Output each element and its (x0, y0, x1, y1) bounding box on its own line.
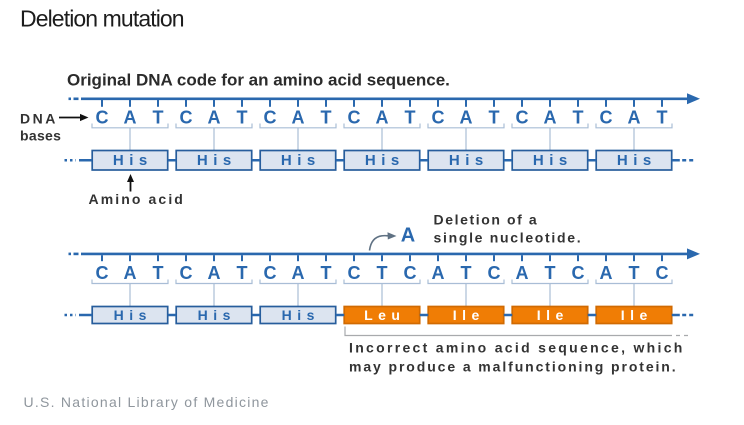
svg-text:A: A (600, 263, 613, 283)
svg-text:T: T (573, 108, 584, 128)
svg-text:C: C (404, 263, 417, 283)
svg-text:Leu: Leu (364, 307, 405, 323)
svg-text:C: C (348, 108, 361, 128)
svg-text:T: T (153, 263, 164, 283)
svg-text:A: A (460, 108, 473, 128)
svg-text:His: His (365, 152, 405, 169)
svg-text:C: C (600, 108, 613, 128)
svg-text:Deletion of a: Deletion of a (434, 212, 539, 228)
svg-text:A: A (628, 108, 641, 128)
svg-text:bases: bases (20, 128, 61, 144)
svg-text:C: C (572, 263, 585, 283)
svg-text:His: His (449, 152, 489, 169)
svg-text:T: T (321, 263, 332, 283)
svg-text:His: His (282, 307, 320, 323)
svg-text:C: C (96, 263, 109, 283)
svg-text:T: T (657, 108, 668, 128)
svg-text:Deletion mutation: Deletion mutation (20, 6, 184, 32)
svg-text:T: T (545, 263, 556, 283)
svg-text:C: C (656, 263, 669, 283)
svg-text:A: A (516, 263, 529, 283)
svg-text:may produce a malfunctioning p: may produce a malfunctioning protein. (349, 359, 678, 375)
svg-text:T: T (461, 263, 472, 283)
svg-text:C: C (516, 108, 529, 128)
svg-text:His: His (197, 152, 237, 169)
svg-text:U.S. National Library of Medic: U.S. National Library of Medicine (24, 394, 270, 410)
svg-text:A: A (292, 263, 305, 283)
svg-text:Incorrect amino acid sequence,: Incorrect amino acid sequence, which (349, 340, 685, 356)
svg-text:His: His (198, 307, 236, 323)
svg-text:C: C (264, 263, 277, 283)
svg-text:T: T (321, 108, 332, 128)
svg-text:His: His (533, 152, 573, 169)
svg-text:T: T (489, 108, 500, 128)
svg-text:His: His (281, 152, 321, 169)
svg-text:T: T (153, 108, 164, 128)
svg-text:A: A (124, 108, 137, 128)
svg-text:C: C (348, 263, 361, 283)
svg-text:A: A (544, 108, 557, 128)
svg-text:A: A (376, 108, 389, 128)
svg-text:C: C (96, 108, 109, 128)
svg-text:A: A (292, 108, 305, 128)
svg-text:A: A (208, 263, 221, 283)
svg-text:A: A (432, 263, 445, 283)
svg-text:T: T (237, 263, 248, 283)
svg-text:T: T (237, 108, 248, 128)
svg-text:Ile: Ile (537, 307, 569, 323)
svg-text:His: His (114, 307, 152, 323)
svg-text:A: A (208, 108, 221, 128)
svg-text:C: C (180, 108, 193, 128)
svg-text:Ile: Ile (621, 307, 653, 323)
svg-text:C: C (180, 263, 193, 283)
svg-text:C: C (432, 108, 445, 128)
svg-text:A: A (401, 225, 415, 247)
svg-text:DNA: DNA (20, 111, 58, 127)
svg-text:His: His (617, 152, 657, 169)
svg-text:T: T (629, 263, 640, 283)
svg-text:Amino acid: Amino acid (89, 191, 185, 207)
svg-text:His: His (113, 152, 153, 169)
svg-text:single nucleotide.: single nucleotide. (434, 230, 583, 246)
svg-text:A: A (124, 263, 137, 283)
svg-text:C: C (264, 108, 277, 128)
svg-text:C: C (488, 263, 501, 283)
svg-text:T: T (405, 108, 416, 128)
svg-text:T: T (377, 263, 388, 283)
svg-text:Ile: Ile (453, 307, 485, 323)
svg-text:Original DNA code for an amino: Original DNA code for an amino acid sequ… (67, 71, 450, 90)
